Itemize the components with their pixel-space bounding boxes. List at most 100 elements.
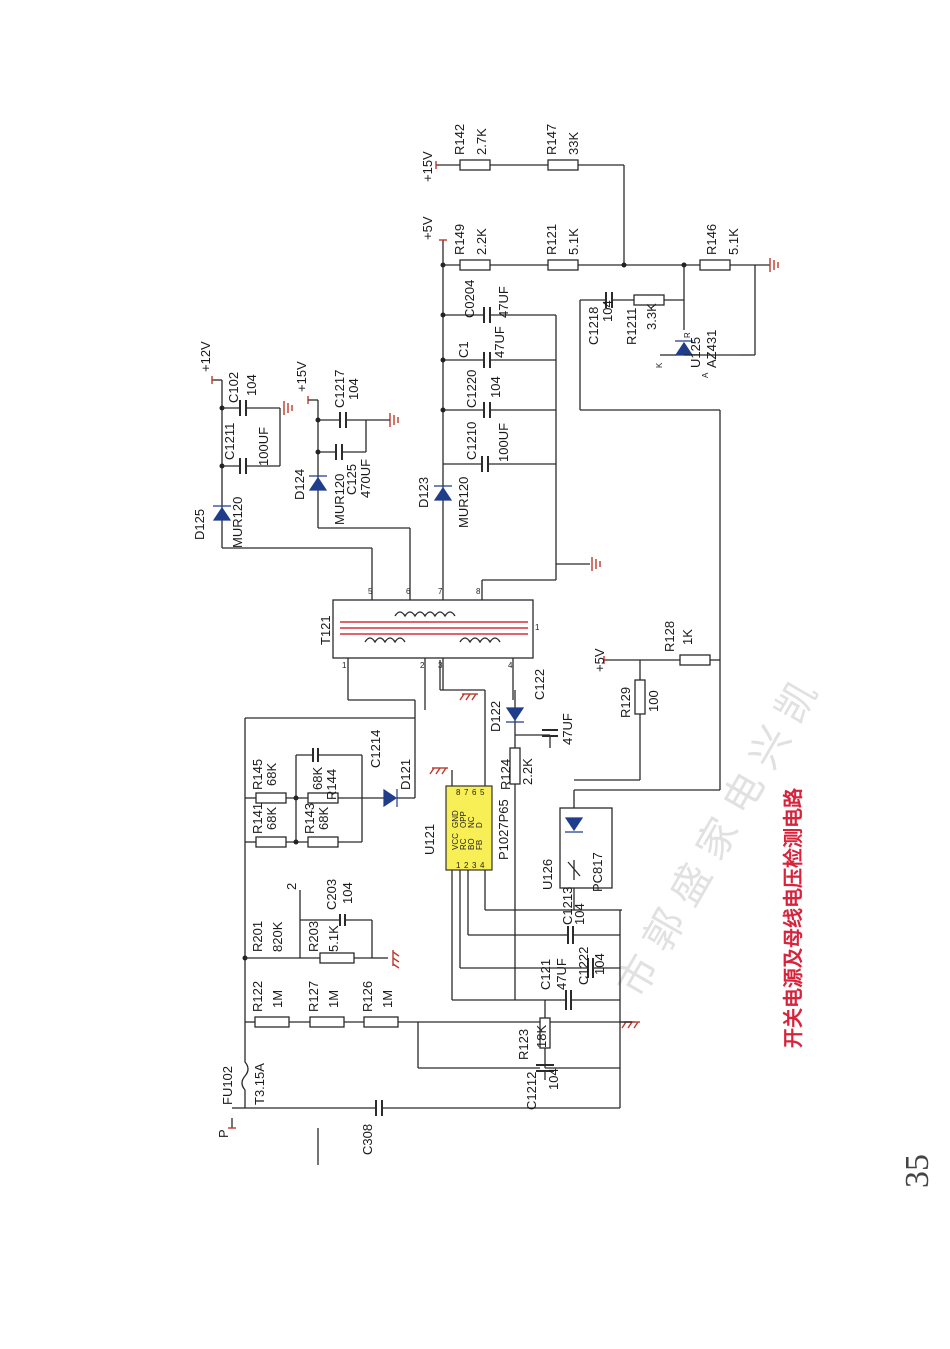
d124-ref: D124 xyxy=(292,469,307,500)
svg-text:1: 1 xyxy=(456,861,461,870)
svg-text:2: 2 xyxy=(420,661,425,670)
svg-text:104: 104 xyxy=(488,376,503,398)
d123-value: MUR120 xyxy=(456,477,471,528)
r123-ref: R123 xyxy=(516,1029,531,1060)
svg-text:VCC: VCC xyxy=(451,833,460,850)
v15-rail-a-label: +15V xyxy=(294,361,309,392)
c1220-cap: C1220 104 xyxy=(443,370,556,418)
r129-value: 100 xyxy=(646,690,661,712)
r122-value: 1M xyxy=(270,990,285,1008)
svg-text:GND: GND xyxy=(451,810,460,828)
c1222-ref: C1222 xyxy=(576,947,591,985)
r126-ref: R126 xyxy=(360,981,375,1012)
c1210-cap: C1210 100UF xyxy=(443,422,556,472)
c1211-ref: C1211 xyxy=(222,423,237,460)
c1211-value: 100UF xyxy=(256,427,271,466)
d125-ref: D125 xyxy=(192,509,207,540)
svg-text:5: 5 xyxy=(368,587,373,596)
c0204-cap: C0204 47UF xyxy=(443,280,556,323)
r128-value: 1K xyxy=(680,629,695,645)
c125-ref: C125 xyxy=(344,464,359,495)
r146-ref: R146 xyxy=(704,224,719,255)
svg-text:3: 3 xyxy=(472,861,477,870)
caption: 开关电源及母线电压检测电路 xyxy=(781,787,805,1048)
r146-value: 5.1K xyxy=(726,228,741,255)
svg-text:7: 7 xyxy=(438,587,443,596)
c1213-ref: C1213 xyxy=(560,887,575,925)
r121-ref: R121 xyxy=(544,224,559,255)
svg-text:4: 4 xyxy=(508,661,513,670)
c203-ref: C203 xyxy=(324,879,339,910)
svg-text:100UF: 100UF xyxy=(496,423,511,462)
d124-value: MUR120 xyxy=(332,474,347,525)
r147-ref: R147 xyxy=(544,124,559,155)
c1212-value: 104 xyxy=(546,1068,561,1090)
v5-rail-b-label: +5V xyxy=(592,648,607,672)
r127-value: 1M xyxy=(326,990,341,1008)
c308-ref: C308 xyxy=(360,1124,375,1155)
r141-value: 68K xyxy=(264,807,279,830)
page-number: 35 xyxy=(899,1154,936,1188)
r203-value: 5.1K xyxy=(326,925,341,952)
c102-ref: C102 xyxy=(226,372,241,403)
r122-ref: R122 xyxy=(250,981,265,1012)
c122-value: 47UF xyxy=(560,713,575,745)
r147-value: 33K xyxy=(566,132,581,155)
r121-value: 5.1K xyxy=(566,228,581,255)
svg-text:1: 1 xyxy=(535,623,540,632)
c1214-ref: C1214 xyxy=(368,730,383,768)
r128-ref: R128 xyxy=(662,621,677,652)
svg-text:BO: BO xyxy=(467,838,476,850)
svg-text:7: 7 xyxy=(464,788,469,797)
c125-value: 470UF xyxy=(358,459,373,498)
net-2-label: 2 xyxy=(284,883,299,890)
svg-text:4: 4 xyxy=(480,861,485,870)
svg-text:6: 6 xyxy=(472,788,477,797)
c121-value: 47UF xyxy=(554,958,569,990)
d121-ref: D121 xyxy=(398,759,413,790)
r143-value: 68K xyxy=(316,807,331,830)
r1211-ref: R1211 xyxy=(624,308,639,345)
c1222-value: 104 xyxy=(592,953,607,975)
svg-text:1: 1 xyxy=(342,661,347,670)
d125-value: MUR120 xyxy=(230,497,245,548)
t121-ref: T121 xyxy=(318,615,333,645)
v12-rail-label: +12V xyxy=(198,341,213,372)
r124-value: 2.2K xyxy=(520,758,535,785)
svg-text:OPP: OPP xyxy=(459,811,468,828)
p-rail-label: P xyxy=(216,1129,231,1138)
svg-text:6: 6 xyxy=(406,587,411,596)
svg-text:8: 8 xyxy=(476,587,481,596)
u126-part: PC817 xyxy=(590,852,605,892)
d122-ref: D122 xyxy=(488,701,503,732)
secondary-circuit: D125 MUR120 C1211 100UF C102 104 +12V D1… xyxy=(192,124,779,790)
r201-ref: R201 xyxy=(250,921,265,952)
u126-ref: U126 xyxy=(540,859,555,890)
svg-text:FB: FB xyxy=(475,840,484,850)
svg-text:47UF: 47UF xyxy=(496,286,511,318)
t121-transformer: T121 1 2 3 4 5 6 7 8 1 xyxy=(318,587,540,718)
r142-ref: R142 xyxy=(452,124,467,155)
svg-text:C1210: C1210 xyxy=(464,422,479,460)
r127-ref: R127 xyxy=(306,981,321,1012)
c1217-value: 104 xyxy=(346,378,361,400)
fu102-value: T3.15A xyxy=(252,1063,267,1105)
r142-value: 2.7K xyxy=(474,128,489,155)
u121-ref: U121 xyxy=(422,824,437,855)
r1211-value: 3.3K xyxy=(644,303,659,330)
v15-rail-b-label: +15V xyxy=(420,151,435,182)
u125-pin-a: A xyxy=(701,372,710,378)
r141-ref: R141 xyxy=(250,803,265,834)
r144-ref: R144 xyxy=(324,769,339,800)
c121-ref: C121 xyxy=(538,959,553,990)
r144-value: 68K xyxy=(310,767,325,790)
r149-ref: R149 xyxy=(452,224,467,255)
u125-pin-r: R xyxy=(683,332,692,338)
r126-value: 1M xyxy=(380,990,395,1008)
c1-cap: C1 47UF xyxy=(443,326,556,368)
svg-text:RC: RC xyxy=(459,838,468,850)
r145-value: 68K xyxy=(264,763,279,786)
svg-text:C1: C1 xyxy=(456,341,471,358)
svg-text:C1220: C1220 xyxy=(464,370,479,408)
